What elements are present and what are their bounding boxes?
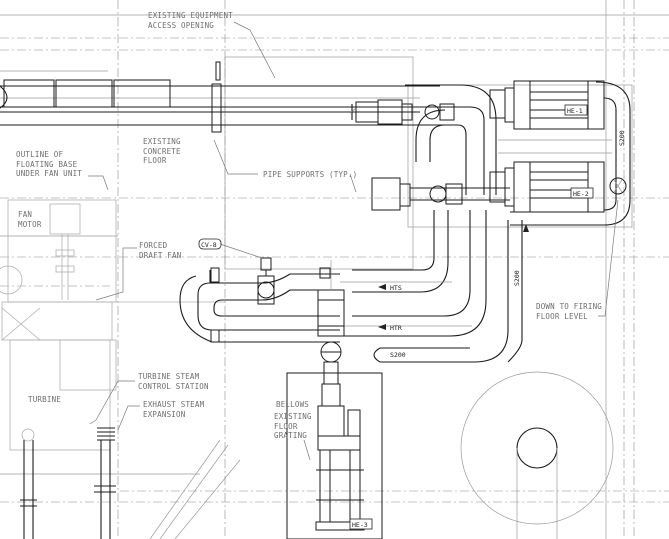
flow-arrow-htr — [378, 324, 386, 330]
tag-cv-8: CV-8 — [201, 241, 217, 249]
label-turbine: TURBINE — [28, 395, 62, 404]
label-bellows: BELLOWS — [276, 400, 310, 409]
label-fan-motor: FAN MOTOR — [18, 210, 42, 229]
label-existing-floor-grating: EXISTING FLOOR GRATING — [274, 412, 312, 440]
tag-he-3: HE-3 — [352, 521, 368, 529]
label-down-to-firing-floor: DOWN TO FIRING FLOOR LEVEL — [536, 302, 603, 321]
tag-he-2: HE-2 — [573, 190, 589, 198]
cv-8-loop — [179, 243, 340, 343]
line-s200-mid: S200 — [513, 270, 521, 286]
line-htr: HTR — [390, 324, 402, 332]
flow-arrow-s200 — [523, 224, 529, 232]
line-s200-right: S200 — [618, 130, 626, 146]
he-platform — [407, 84, 633, 228]
equipment-tags — [198, 104, 594, 530]
line-hts: HTS — [390, 284, 402, 292]
fan-area — [0, 199, 225, 451]
label-outline-floating-base: OUTLINE OF FLOATING BASE UNDER FAN UNIT — [16, 150, 83, 178]
label-forced-draft-fan: FORCED DRAFT FAN — [139, 241, 182, 260]
exhaust-expansion — [20, 427, 241, 539]
he-2-piping — [340, 177, 523, 363]
leader-lines — [88, 21, 619, 461]
line-s200-bottom: S200 — [390, 351, 406, 359]
label-access-opening: EXISTING EQUIPMENT ACCESS OPENING — [148, 11, 233, 30]
label-existing-concrete-floor: EXISTING CONCRETE FLOOR — [143, 137, 181, 165]
he-1-piping — [351, 84, 497, 195]
label-pipe-supports: PIPE SUPPORTS (TYP.) — [263, 170, 358, 179]
he-3-column — [315, 260, 365, 531]
top-header-pipe — [0, 61, 440, 133]
label-exhaust-expansion: EXHAUST STEAM EXPANSION — [143, 400, 205, 419]
he-3-enclosure — [286, 372, 383, 539]
label-turbine-control-station: TURBINE STEAM CONTROL STATION — [138, 372, 209, 391]
tag-he-1: HE-1 — [567, 107, 583, 115]
tank-outline — [460, 371, 614, 539]
heat-exchangers — [489, 80, 631, 226]
existing-concrete-floor — [224, 56, 414, 270]
flow-arrow-hts — [378, 284, 386, 290]
